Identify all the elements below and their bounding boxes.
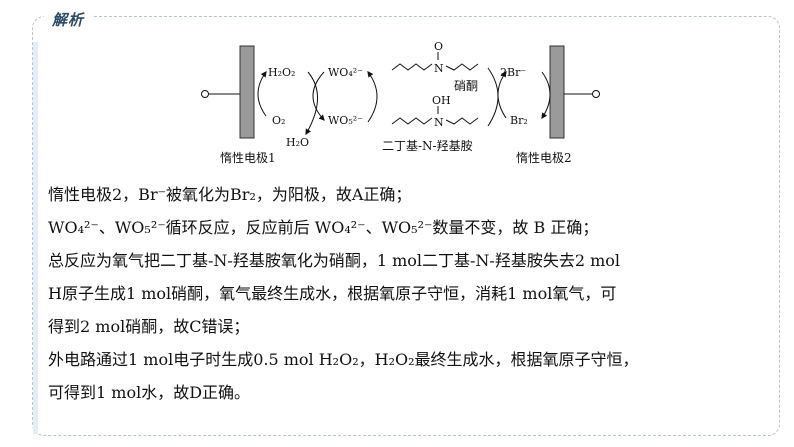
label-br-ion: 2Br⁻ — [500, 66, 526, 79]
electrode2-label: 惰性电极2 — [516, 151, 572, 165]
label-h2o2: H₂O₂ — [268, 66, 295, 79]
section-tag: 解析 — [44, 9, 93, 31]
electrode-2 — [549, 45, 565, 139]
nitrone-chain-right — [445, 63, 479, 71]
explanation-line-7: 可得到1 mol水，故D正确。 — [48, 383, 251, 402]
explanation-text: 惰性电极2，Br⁻被氧化为Br₂，为阳极，故A正确； WO₄²⁻、WO₅²⁻循环… — [48, 178, 768, 409]
amine-chain-left — [391, 117, 433, 125]
atom-n: N — [434, 116, 444, 129]
atom-oh: OH — [432, 94, 451, 107]
electrode1-label: 惰性电极1 — [220, 151, 276, 165]
arc-br2-br — [497, 71, 507, 119]
label-wo4: WO₄²⁻ — [328, 66, 363, 79]
explanation-card — [32, 16, 780, 436]
arc-wo5-wo4 — [367, 71, 378, 123]
explanation-line-1: 惰性电极2，Br⁻被氧化为Br₂，为阳极，故A正确； — [48, 185, 412, 204]
explanation-line-6: 外电路通过1 mol电子时生成0.5 mol H₂O₂，H₂O₂最终生成水，根据… — [48, 350, 639, 369]
arc-wo4-wo5 — [312, 71, 325, 121]
label-wo5: WO₅²⁻ — [328, 114, 363, 127]
terminal-left — [201, 90, 209, 98]
amine-chain-right — [445, 117, 479, 125]
label-h2o: H₂O — [286, 136, 309, 149]
electrochemistry-diagram: H₂O₂ O₂ H₂O WO₄²⁻ WO₅²⁻ N O 硝酮 N OH 二丁基-… — [201, 42, 600, 165]
card-accent-bar — [33, 42, 38, 434]
arc-h2o2-h2o — [305, 71, 318, 136]
nitrone-chain-left — [391, 63, 433, 71]
label-br2: Br₂ — [510, 114, 528, 127]
atom-o: O — [434, 42, 443, 53]
arc-right-reaction — [487, 67, 499, 127]
label-o2: O₂ — [272, 114, 285, 127]
atom-n-plus: N — [434, 62, 444, 75]
explanation-line-4: H原子生成1 mol硝酮，氧气最终生成水，根据氧原子守恒，消耗1 mol氧气，可 — [48, 284, 617, 303]
arc-o2-h2o2 — [257, 71, 267, 117]
hydroxylamine-label: 二丁基-N-羟基胺 — [382, 138, 473, 153]
explanation-line-5: 得到2 mol硝酮，故C错误； — [48, 317, 250, 336]
arc-br-br2 — [541, 71, 551, 119]
electrode-1 — [239, 45, 255, 139]
explanation-line-3: 总反应为氧气把二丁基-N-羟基胺氧化为硝酮，1 mol二丁基-N-羟基胺失去2 … — [48, 251, 621, 270]
terminal-right — [592, 90, 600, 98]
ketone-label: 硝酮 — [454, 79, 478, 93]
explanation-line-2: WO₄²⁻、WO₅²⁻循环反应，反应前后 WO₄²⁻、WO₅²⁻数量不变，故 B… — [48, 218, 599, 237]
